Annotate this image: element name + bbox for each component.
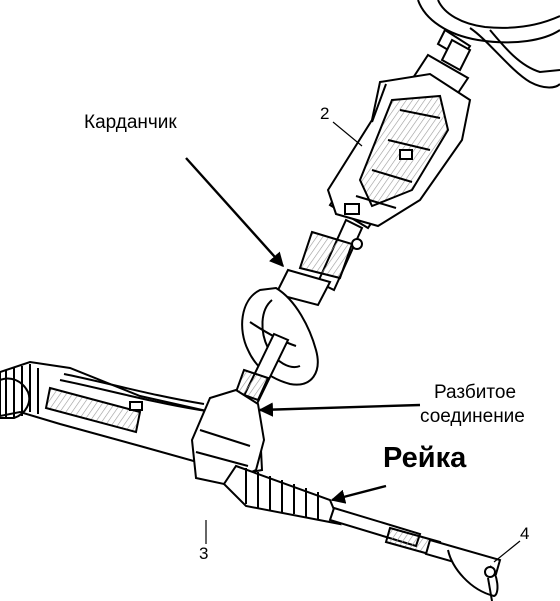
label-steering-rack: Рейка — [383, 442, 467, 474]
callout-number-2: 2 — [320, 104, 330, 123]
label-broken-joint-line2: соединение — [420, 406, 525, 427]
steering-rack — [0, 360, 266, 486]
rack-bellows — [222, 464, 502, 601]
steering-column — [326, 38, 472, 230]
intermediate-shaft — [274, 218, 364, 307]
label-broken-joint-line1: Разбитое — [434, 382, 517, 403]
callout-number-3: 3 — [199, 544, 209, 563]
callout-number-4: 4 — [520, 524, 530, 543]
leader-lines — [205, 121, 521, 563]
annotation-arrows — [185, 157, 421, 504]
label-cardan-joint: Карданчик — [84, 112, 177, 133]
